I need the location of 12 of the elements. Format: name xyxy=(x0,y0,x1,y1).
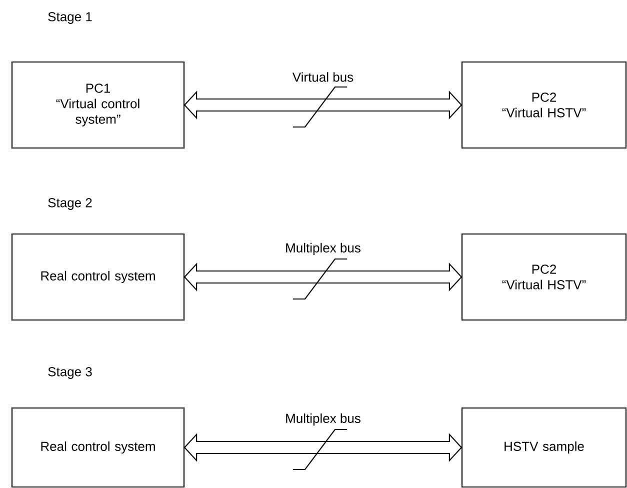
stage-label: Stage 2 xyxy=(48,198,92,210)
system-box: PC2 “Virtual HSTV” xyxy=(461,233,627,321)
system-box: Real control system xyxy=(11,233,185,321)
system-box: PC1 “Virtual control system” xyxy=(11,61,185,149)
edge-label: Virtual bus xyxy=(292,72,354,82)
stage-label: Stage 1 xyxy=(48,12,92,24)
stage-label: Stage 3 xyxy=(48,367,92,379)
system-box: Real control system xyxy=(11,407,185,488)
system-box: PC2 “Virtual HSTV” xyxy=(461,61,627,149)
system-box: HSTV sample xyxy=(461,407,627,488)
edge-label: Multiplex bus xyxy=(286,413,360,426)
edge-label: Multiplex bus xyxy=(286,242,360,256)
